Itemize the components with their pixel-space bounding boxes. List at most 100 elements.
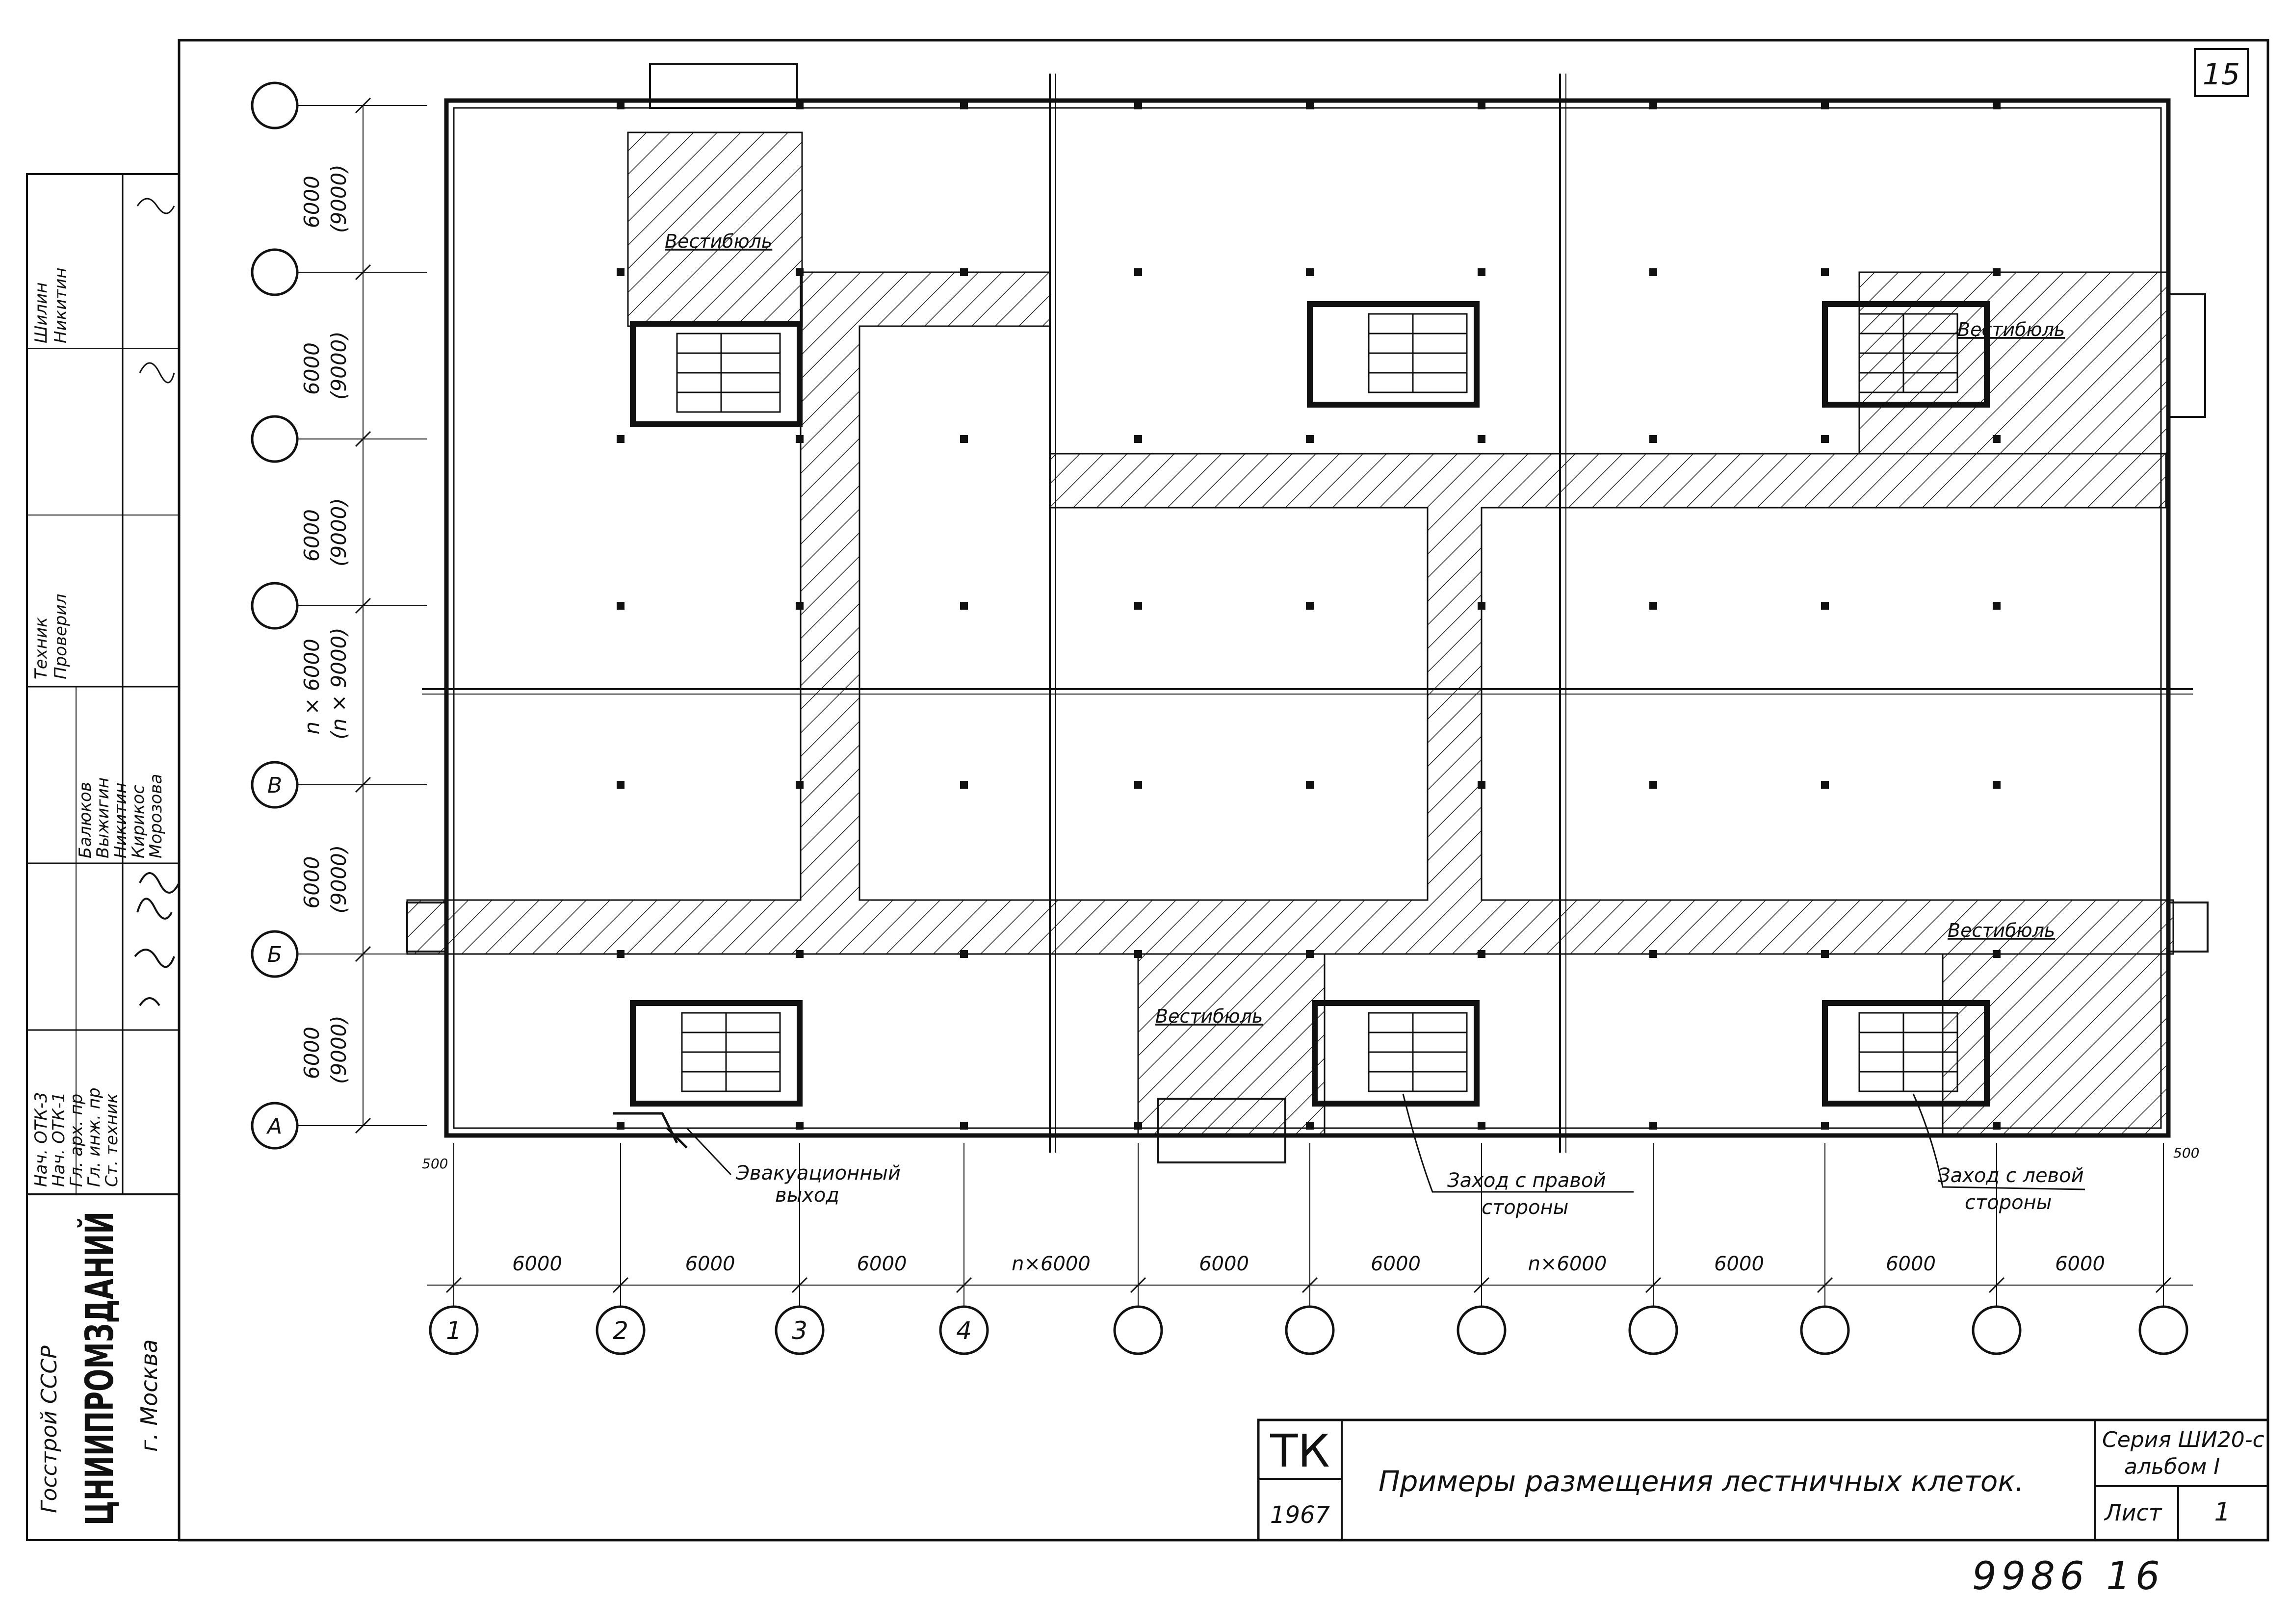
column-mark <box>960 268 968 276</box>
album-label: альбом I <box>2124 1454 2220 1479</box>
title-block: ТК 1967 Примеры размещения лестничных кл… <box>1257 1418 2269 1542</box>
col-axis-bubble <box>775 1305 825 1355</box>
evac-exit-leader <box>686 1127 732 1176</box>
row-dimensions: 6000(9000)6000(9000)6000(9000)n × 6000(n… <box>300 97 371 1134</box>
column-mark <box>617 781 625 789</box>
col-dim-tick <box>612 1277 629 1293</box>
stair-cell-6 <box>1822 1000 1990 1107</box>
col-axis-bubble <box>429 1305 479 1355</box>
stamp-role: Проверил <box>51 594 71 679</box>
col-dim-label: 6000 <box>1199 1253 1249 1275</box>
stamp-name: Никитин <box>111 783 130 858</box>
col-dim-label: 6000 <box>857 1253 907 1275</box>
row-dim-main: 6000 <box>300 856 324 909</box>
column-mark <box>1306 1122 1314 1130</box>
stair-cell-1 <box>630 321 803 427</box>
col-axis-bubble <box>596 1305 646 1355</box>
drawing-title: Примеры размещения лестничных клеток. <box>1379 1465 2024 1498</box>
stamp-role: Гл. инж. пр <box>84 1087 104 1187</box>
column-mark <box>1306 781 1314 789</box>
stamp-name: Кирикос <box>129 785 148 858</box>
column-mark <box>1134 602 1142 610</box>
stamp-name: Балюков <box>76 782 95 858</box>
col-dim-label: 6000 <box>512 1253 562 1275</box>
column-mark <box>1649 435 1657 443</box>
column-mark <box>617 602 625 610</box>
column-mark <box>1306 102 1314 109</box>
column-mark <box>1649 268 1657 276</box>
column-mark <box>1821 781 1829 789</box>
right-entry-leader <box>1402 1093 1634 1193</box>
sheet-label: Лист <box>2104 1499 2162 1526</box>
column-mark <box>1821 268 1829 276</box>
column-mark <box>617 1122 625 1130</box>
column-mark <box>617 435 625 443</box>
column-mark <box>1478 268 1485 276</box>
left-entry-label-2: стороны <box>1965 1191 2052 1214</box>
col-dim-label: 6000 <box>685 1253 735 1275</box>
column-mark <box>1478 602 1485 610</box>
vestibule-label-3: Вестибюль <box>1155 1005 1263 1027</box>
col-dim-tick <box>1817 1277 1833 1293</box>
column-mark <box>1134 102 1142 109</box>
row-dim-alt: (9000) <box>327 845 351 914</box>
stamp-name: Никитин <box>51 268 71 343</box>
column-mark <box>1478 950 1485 958</box>
col-dim-tick <box>1130 1277 1146 1293</box>
stair-cell-5 <box>1312 1000 1480 1107</box>
row-axis-bubble <box>251 248 299 296</box>
column-mark <box>1649 1122 1657 1130</box>
column-mark <box>1821 435 1829 443</box>
col-axis-label: 3 <box>792 1316 807 1345</box>
column-mark <box>1993 268 2001 276</box>
column-mark <box>617 268 625 276</box>
stair-cell-2 <box>1307 301 1480 408</box>
column-mark <box>1134 950 1142 958</box>
col-axis-bubble <box>1457 1305 1507 1355</box>
column-mark <box>1993 435 2001 443</box>
col-axis-label: 2 <box>613 1316 628 1345</box>
column-mark <box>1821 950 1829 958</box>
row-axis-label: А <box>266 1114 282 1139</box>
left-entry-label-1: Заход с левой <box>1938 1164 2084 1187</box>
col-dim-label: n×6000 <box>1012 1253 1091 1275</box>
column-mark <box>1993 1122 2001 1130</box>
column-mark <box>960 102 968 109</box>
column-mark <box>617 950 625 958</box>
city-label: г. Москва <box>136 1339 162 1452</box>
column-mark <box>1134 268 1142 276</box>
row-axis-label: Б <box>267 942 282 967</box>
vestibule-label-2: Вестибюль <box>1957 319 2065 340</box>
stamp-role: Техник <box>31 617 51 679</box>
column-mark <box>796 950 804 958</box>
col-dim-label: 6000 <box>1886 1253 1936 1275</box>
series-label: Серия ШИ20-с <box>2102 1427 2264 1452</box>
evac-exit-door <box>613 1112 688 1149</box>
col-axis-bubble <box>1285 1305 1335 1355</box>
row-dim-tick <box>355 946 371 962</box>
col-axis-bubble <box>1628 1305 1678 1355</box>
stamp-name: Морозова <box>146 774 166 858</box>
col-dim-label: 6000 <box>1371 1253 1421 1275</box>
col-axis-bubble <box>1113 1305 1163 1355</box>
corridors-hatched <box>406 131 2174 1136</box>
entrance-top <box>649 63 798 109</box>
institute-label: ЦНИИПРОМЗДАНИЙ <box>77 1212 122 1525</box>
column-mark <box>960 602 968 610</box>
col-axis-label: 4 <box>956 1316 972 1345</box>
row-dim-alt: (n × 9000) <box>327 627 351 739</box>
column-mark <box>1993 950 2001 958</box>
stair-cell-4 <box>630 1000 803 1107</box>
column-mark <box>1134 781 1142 789</box>
column-mark <box>1649 950 1657 958</box>
col-dim-tick <box>445 1277 462 1293</box>
sheet-number: 15 <box>2203 57 2240 92</box>
column-mark <box>1993 781 2001 789</box>
col-axis-label: 1 <box>446 1316 462 1345</box>
column-mark <box>960 950 968 958</box>
column-mark <box>1649 781 1657 789</box>
stamp-name: Шилин <box>31 282 51 343</box>
col-axis-bubble <box>1800 1305 1850 1355</box>
